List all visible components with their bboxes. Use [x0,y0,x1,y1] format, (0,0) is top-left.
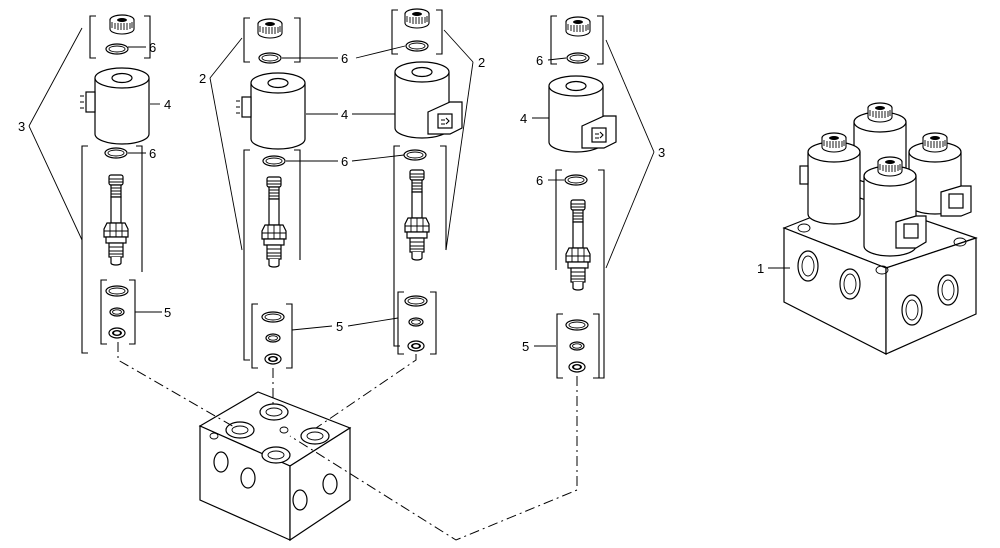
bracket-5 [251,303,293,369]
bracket-6 [391,9,443,55]
o-ring [262,155,286,167]
o-ring [104,147,128,159]
callout-6: 6 [341,154,348,169]
bracket-3 [81,145,143,354]
o-ring [403,149,427,161]
callout-labels: 6 4 6 3 5 2 6 4 6 5 2 6 4 6 5 3 1 [18,40,764,354]
o-ring [105,285,129,297]
manifold-block [198,391,352,542]
callout-2: 2 [478,55,485,70]
middle-left-valve-group [235,17,306,369]
bracket-5 [397,291,437,355]
bracket-6 [89,15,151,59]
seal-ring [108,327,126,339]
o-ring [405,40,429,52]
coil-nut [257,18,283,39]
callout-1: 1 [757,261,764,276]
valve-cartridge [404,169,430,261]
solenoid-coil [79,67,150,145]
left-valve-group [79,14,151,354]
right-valve-group [548,15,617,379]
bracket-3 [243,149,301,361]
o-ring [105,43,129,55]
callout-3: 3 [18,119,25,134]
o-ring [564,174,588,186]
valve-cartridge [565,199,591,291]
valve-cartridge [261,176,287,268]
bracket-6 [243,17,301,63]
callout-6: 6 [149,40,156,55]
callout-4: 4 [341,107,348,122]
middle-right-valve-group [391,8,463,355]
o-ring [258,52,282,64]
backup-ring [408,317,424,327]
coil-nut [565,16,591,37]
seal-ring [568,361,586,373]
coil-nut [109,14,135,35]
callout-6: 6 [536,53,543,68]
assembled-valve-block [782,102,978,355]
bracket-3 [555,169,605,379]
callout-5: 5 [522,339,529,354]
bracket-6 [550,15,604,65]
backup-ring [109,307,125,317]
o-ring [404,295,428,307]
callout-4: 4 [520,111,527,126]
callout-6: 6 [149,146,156,161]
seal-ring [264,353,282,365]
valve-cartridge [103,174,129,266]
assembly-center-lines [117,342,578,541]
backup-ring [265,333,281,343]
solenoid-coil [548,75,617,153]
callout-4: 4 [164,97,171,112]
o-ring [565,319,589,331]
o-ring [261,311,285,323]
o-ring [566,52,590,64]
callout-5: 5 [336,319,343,334]
solenoid-coil [394,61,463,139]
leader-lines [28,27,790,347]
seal-ring [407,340,425,352]
callout-2: 2 [199,71,206,86]
backup-ring [569,341,585,351]
bracket-3 [393,145,447,347]
coil-nut [404,8,430,29]
callout-5: 5 [164,305,171,320]
bracket-5 [556,313,600,379]
callout-6: 6 [341,51,348,66]
solenoid-coil [235,72,306,150]
callout-3: 3 [658,145,665,160]
callout-6: 6 [536,173,543,188]
